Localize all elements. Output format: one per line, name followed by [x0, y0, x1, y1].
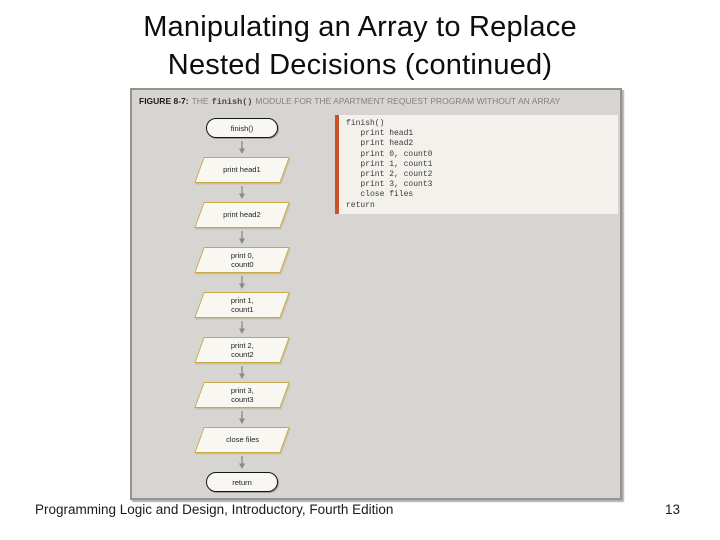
node-label: finish() [230, 123, 254, 133]
flowchart-io-close-files: close files [194, 427, 290, 453]
flow-arrow-icon [239, 411, 245, 424]
flowchart-io-print-count3: print 3, count3 [194, 382, 290, 408]
node-label: print 3, count3 [230, 385, 254, 404]
node-label: return [232, 477, 252, 487]
figure-caption-pre: THE [191, 96, 209, 106]
flowchart-terminator-return: return [206, 472, 278, 492]
flowchart: finish() print head1 print head2 print 0… [167, 118, 317, 492]
node-label: print head2 [223, 210, 261, 220]
page-number: 13 [664, 502, 680, 517]
node-label: print 0, count0 [230, 250, 254, 269]
flow-arrow-icon [239, 321, 245, 334]
flowchart-io-print-count1: print 1, count1 [194, 292, 290, 318]
flowchart-io-print-head1: print head1 [194, 157, 290, 183]
flowchart-io-print-count2: print 2, count2 [194, 337, 290, 363]
flow-arrow-icon [239, 276, 245, 289]
flow-arrow-icon [239, 141, 245, 154]
node-label: print 2, count2 [230, 340, 254, 359]
slide-title-line1: Manipulating an Array to Replace [143, 11, 577, 43]
figure-label: FIGURE 8-7: [139, 96, 189, 106]
flowchart-io-print-count0: print 0, count0 [194, 247, 290, 273]
node-label: close files [225, 435, 259, 445]
flow-arrow-icon [239, 186, 245, 199]
flow-arrow-icon [239, 231, 245, 244]
code-listing: finish() print head1 print head2 print 0… [335, 115, 618, 214]
footer: Programming Logic and Design, Introducto… [35, 502, 680, 517]
flowchart-io-print-head2: print head2 [194, 202, 290, 228]
slide-title-line2: Nested Decisions (continued) [167, 49, 553, 81]
flow-arrow-icon [239, 456, 245, 469]
figure-caption-post: MODULE FOR THE APARTMENT REQUEST PROGRAM… [255, 96, 561, 106]
figure-caption-code: finish() [211, 97, 253, 107]
flow-arrow-icon [239, 366, 245, 379]
slide-title: Manipulating an Array to Replace Nested … [0, 8, 720, 84]
node-label: print 1, count1 [230, 295, 254, 314]
footer-text: Programming Logic and Design, Introducto… [35, 502, 394, 517]
flowchart-terminator-start: finish() [206, 118, 278, 138]
node-label: print head1 [223, 165, 261, 175]
